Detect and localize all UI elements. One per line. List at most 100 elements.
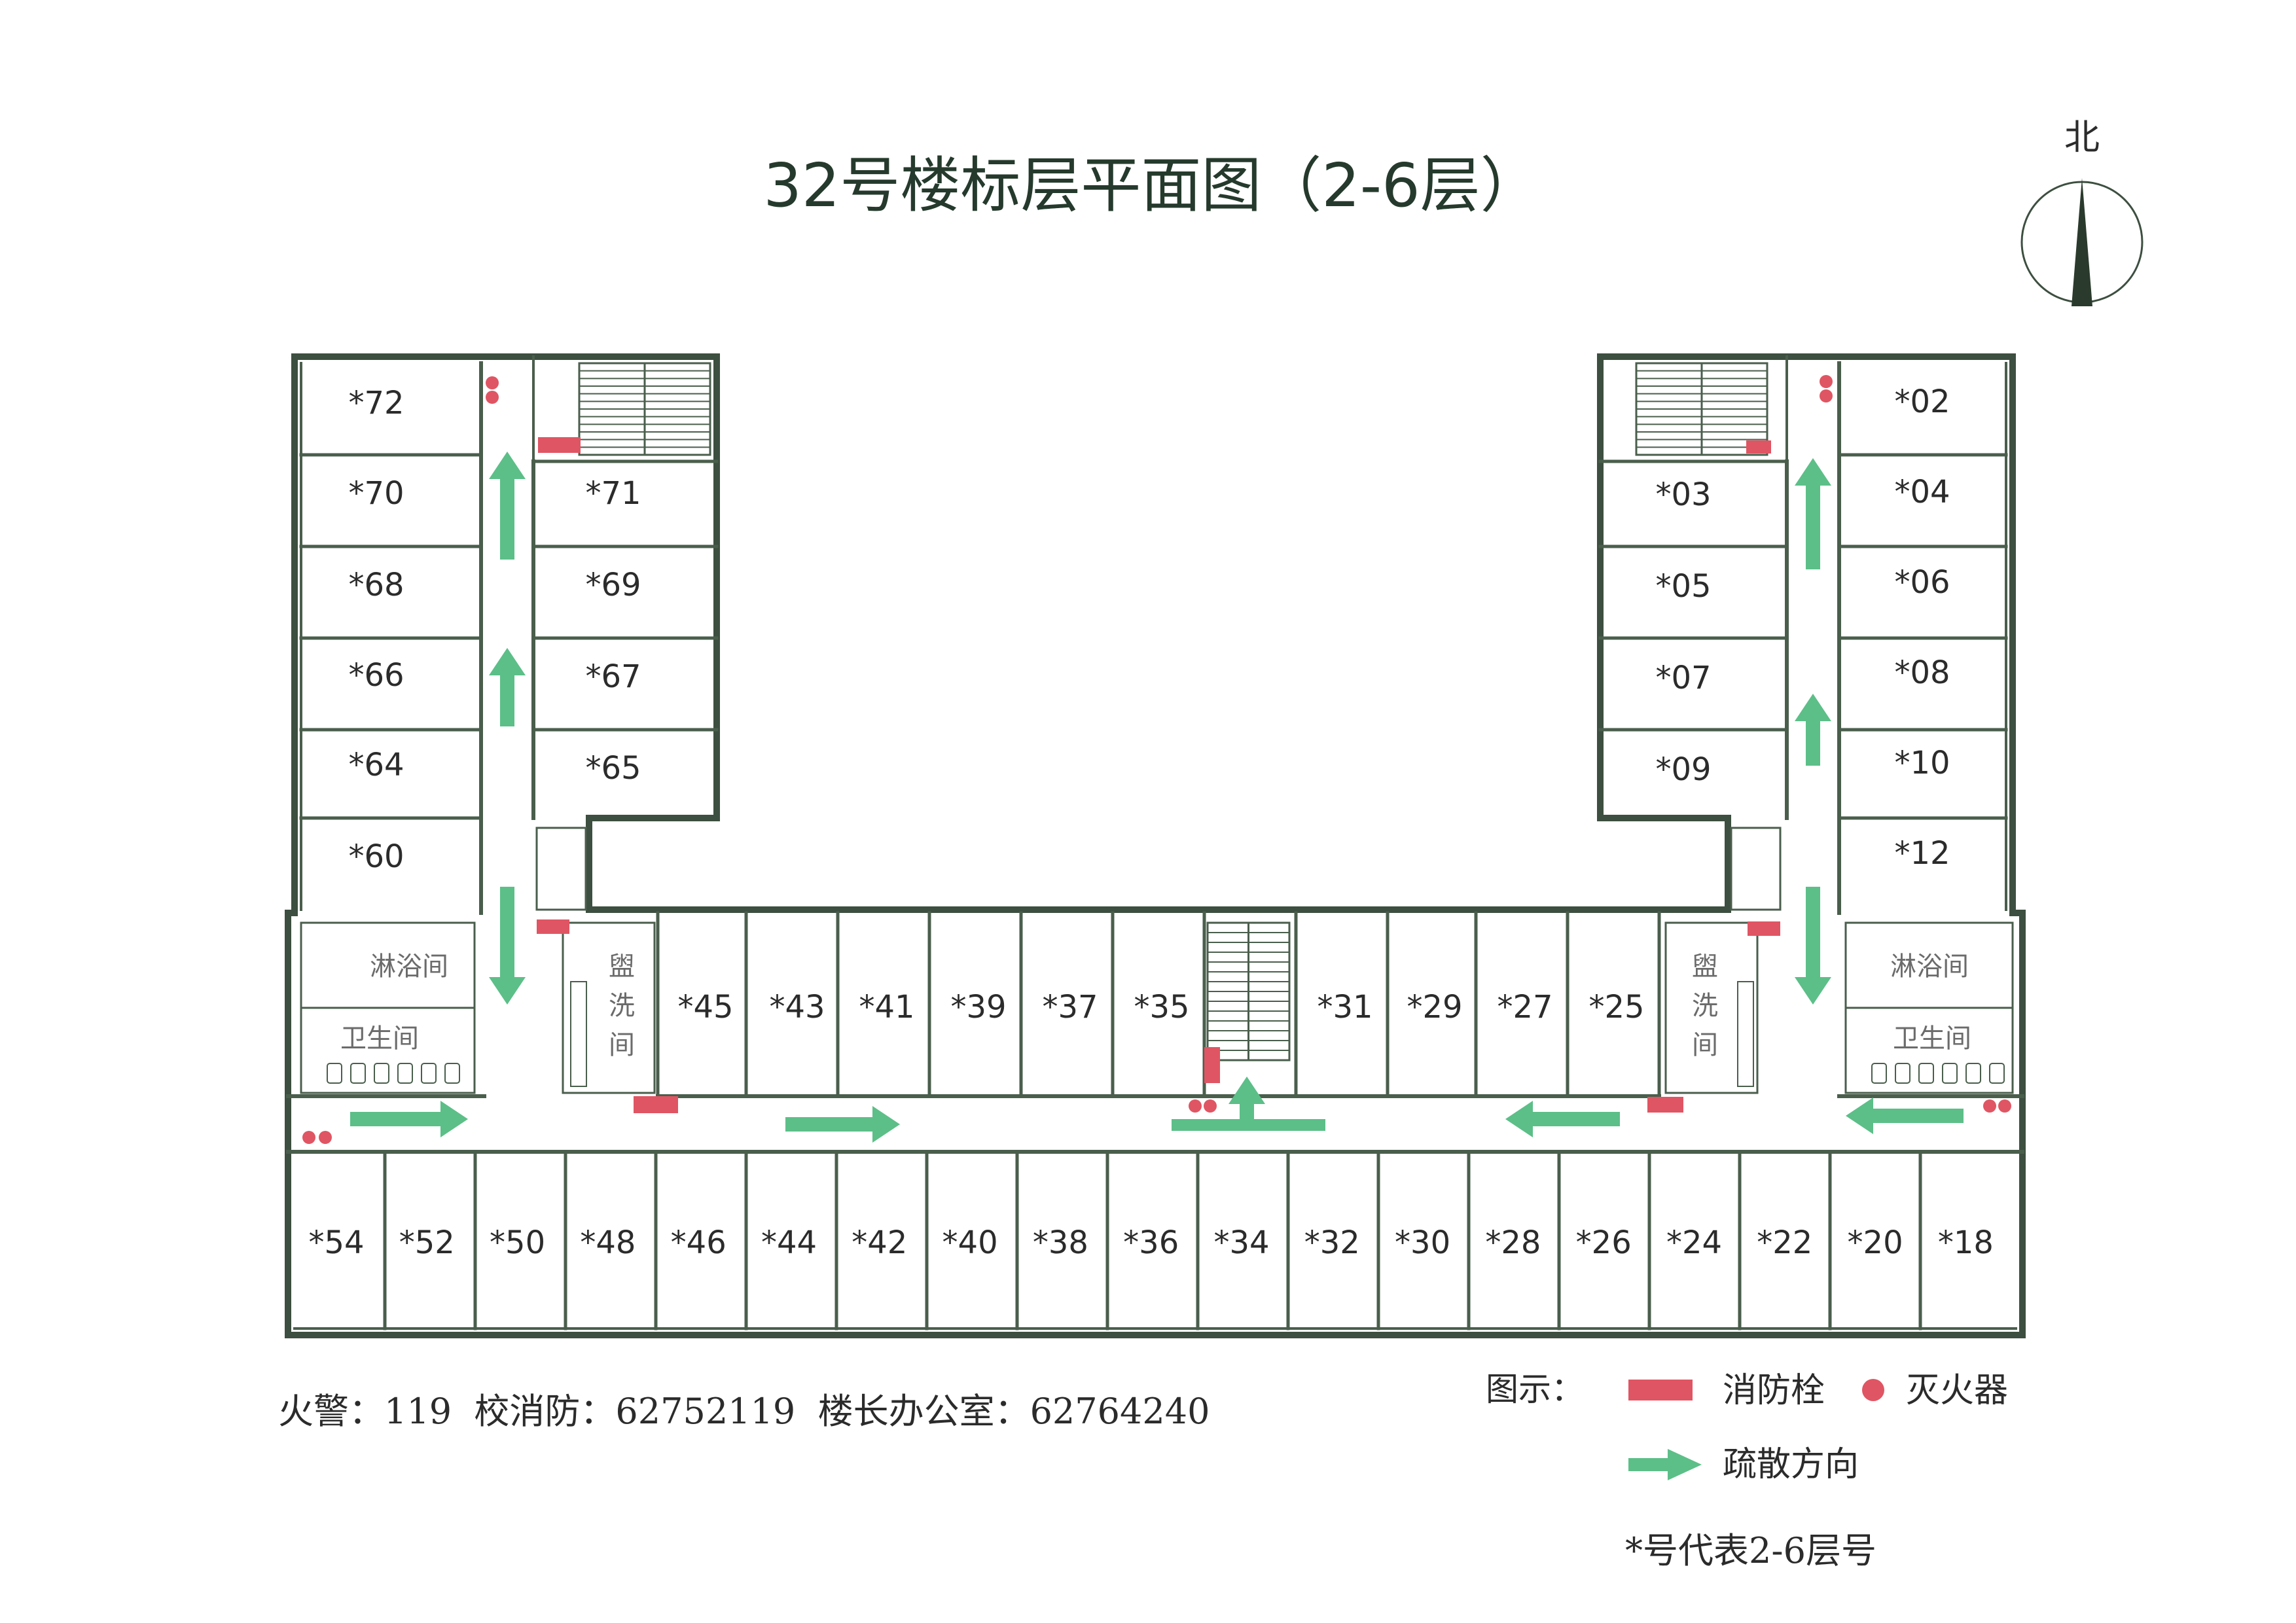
evacuation-arrows (350, 452, 1964, 1143)
room-label: *40 (942, 1224, 998, 1261)
room-label: *52 (399, 1224, 455, 1261)
room-label: *43 (769, 989, 825, 1026)
room-label: *24 (1666, 1224, 1722, 1261)
room-label: *27 (1497, 989, 1552, 1026)
contact-info: 火警：119 校消防：62752119 楼长办公室：62764240 (278, 1391, 1210, 1432)
evacuation-arrow-icon (489, 887, 526, 1005)
toilet-fixture-left (421, 1063, 437, 1084)
room-label: *07 (1655, 660, 1711, 696)
room-label: *20 (1848, 1224, 1903, 1261)
evacuation-arrow-icon (1795, 694, 1831, 766)
room-label: *03 (1655, 476, 1711, 513)
toilet-fixture-left (327, 1063, 342, 1084)
room-label: *42 (852, 1224, 907, 1261)
room-label: *41 (859, 989, 914, 1026)
washroom-label: 间 (609, 1030, 635, 1060)
toilet-fixture-left (350, 1063, 366, 1084)
room-label: *66 (348, 657, 404, 694)
toilet-fixture-right (1942, 1063, 1958, 1084)
room-label: *09 (1655, 751, 1711, 788)
toilet-fixture-right (1918, 1063, 1934, 1084)
toilet-fixture-right (1989, 1063, 2005, 1084)
room-labels: *72*70*68*66*64*60*71*69*67*65*03*05*07*… (308, 383, 1993, 1261)
walls (285, 353, 2026, 1338)
extinguisher-icon (1998, 1099, 2011, 1113)
legend-evacuation-label: 疏散方向 (1723, 1445, 1859, 1484)
washroom-label: 洗 (609, 991, 635, 1021)
hydrant-icon (1746, 440, 1771, 454)
room-label: *30 (1395, 1224, 1450, 1261)
extinguisher-icon (319, 1131, 332, 1144)
room-label: *39 (950, 989, 1006, 1026)
room-label: *50 (490, 1224, 545, 1261)
legend: 图示： 消防栓 灭火器 疏散方向 *号代表2-6层号 (1486, 1370, 2008, 1571)
room-label: *37 (1042, 989, 1098, 1026)
room-label: *46 (671, 1224, 726, 1261)
evacuation-arrow-icon (1795, 887, 1831, 1005)
north-label: 北 (2064, 116, 2100, 158)
toilet-fixture-right (1895, 1063, 1910, 1084)
extinguisher-icon (302, 1131, 315, 1144)
legend-hydrant-label: 消防栓 (1723, 1371, 1825, 1410)
room-label: *26 (1576, 1224, 1632, 1261)
room-label: *71 (585, 475, 641, 512)
extinguisher-icon (1820, 389, 1833, 402)
hydrant-icon (1748, 921, 1780, 936)
toilet-room-label: 卫生间 (1893, 1024, 1971, 1054)
room-label: *06 (1894, 564, 1950, 601)
evacuation-arrow-icon (1229, 1077, 1265, 1126)
room-label: *05 (1655, 568, 1711, 605)
room-label: *02 (1894, 383, 1950, 420)
room-label: *34 (1213, 1224, 1269, 1261)
evacuation-arrow-icon (1172, 1119, 1325, 1131)
evacuation-arrow-icon (1846, 1097, 1964, 1134)
extinguisher-icon (1189, 1099, 1202, 1113)
room-label: *60 (348, 838, 404, 875)
room-label: *38 (1033, 1224, 1088, 1261)
legend-note: *号代表2-6层号 (1625, 1530, 1876, 1571)
room-label: *65 (585, 750, 641, 787)
evacuation-arrow-icon (1795, 458, 1831, 569)
extinguisher-icon (486, 391, 499, 404)
sink-counter-right (1737, 981, 1754, 1087)
room-label: *36 (1123, 1224, 1179, 1261)
washroom-left (562, 921, 656, 1094)
room-label: *32 (1304, 1224, 1360, 1261)
legend-extinguisher-label: 灭火器 (1906, 1371, 2008, 1410)
extinguisher-icon (1820, 375, 1833, 388)
room-label: *22 (1757, 1224, 1812, 1261)
evacuation-arrow-icon (350, 1101, 468, 1137)
shower-room-label: 淋浴间 (1890, 952, 1969, 982)
evacuation-arrow-icon (785, 1106, 900, 1143)
washroom-label: 盥 (609, 952, 635, 982)
room-label: *64 (348, 747, 404, 783)
room-label: *10 (1894, 745, 1950, 781)
utility-room-right (1730, 827, 1782, 911)
room-label: *72 (348, 385, 404, 421)
room-label: *04 (1894, 474, 1950, 510)
room-label: *08 (1894, 654, 1950, 691)
washroom-label: 洗 (1692, 991, 1718, 1021)
room-label: *31 (1317, 989, 1372, 1026)
room-label: *44 (761, 1224, 817, 1261)
room-label: *69 (585, 567, 641, 603)
room-label: *45 (677, 989, 733, 1026)
room-label: *54 (308, 1224, 364, 1261)
evacuation-arrow-icon (489, 648, 526, 726)
fire-extinguishers (302, 375, 2011, 1144)
washroom-label: 间 (1692, 1030, 1718, 1060)
toilet-fixture-right (1965, 1063, 1981, 1084)
staircases (578, 362, 1768, 1061)
room-label: *48 (580, 1224, 636, 1261)
washroom-right (1664, 921, 1759, 1094)
shower-room-label: 淋浴间 (370, 952, 448, 982)
legend-label: 图示： (1486, 1370, 1584, 1408)
toilet-room-label: 卫生间 (340, 1024, 419, 1054)
room-label: *70 (348, 475, 404, 512)
legend-evacuation-arrow (1628, 1449, 1702, 1480)
hydrant-icon (634, 1096, 678, 1113)
hydrant-icon (537, 919, 569, 934)
extinguisher-icon (486, 376, 499, 389)
